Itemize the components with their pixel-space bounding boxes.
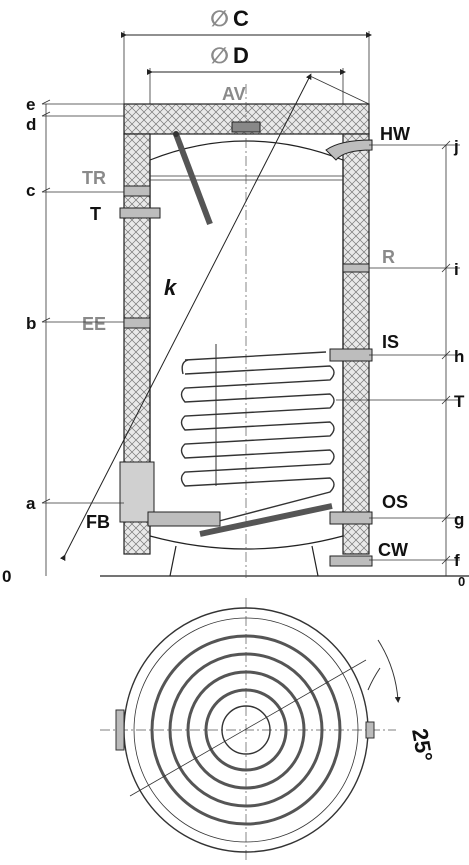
level-b: b xyxy=(26,314,36,333)
tilt-label-k: k xyxy=(164,275,178,300)
label-recirculation: R xyxy=(382,247,395,267)
angle-label: 25° xyxy=(407,727,437,764)
right-level-dimensions xyxy=(336,140,460,576)
air-vent-socket xyxy=(231,121,261,133)
label-thermostat: T xyxy=(90,204,101,224)
heating-coil xyxy=(180,344,335,537)
level-h: h xyxy=(454,347,464,366)
level-i: i xyxy=(454,260,459,279)
label-air-vent: AV xyxy=(222,84,246,104)
dimension-outer-diameter: ∅ C xyxy=(121,6,372,104)
diameter-symbol-c: ∅ xyxy=(210,6,229,31)
level-t: T xyxy=(454,392,465,411)
level-zero-right: 0 xyxy=(458,574,465,589)
level-g: g xyxy=(454,510,464,529)
insulation-jacket xyxy=(123,103,370,555)
label-coil-outlet: OS xyxy=(382,492,408,512)
label-hot-water: HW xyxy=(380,124,410,144)
level-c: c xyxy=(26,181,35,200)
sockets xyxy=(119,139,373,567)
inner-diameter-label: D xyxy=(233,43,249,68)
diameter-symbol-d: ∅ xyxy=(210,43,229,68)
top-view xyxy=(100,598,401,862)
level-a: a xyxy=(26,494,36,513)
level-zero-left: 0 xyxy=(2,567,11,586)
outer-diameter-label: C xyxy=(233,6,249,31)
tilt-dimension: k xyxy=(59,73,370,562)
label-electric-element: EE xyxy=(82,314,106,334)
label-coil-inlet: IS xyxy=(382,332,399,352)
level-d: d xyxy=(26,115,36,134)
left-level-dimensions xyxy=(41,99,124,576)
level-j: j xyxy=(453,137,459,156)
level-f: f xyxy=(454,551,460,570)
inner-tank xyxy=(100,140,469,577)
level-e: e xyxy=(26,95,35,114)
label-flange: FB xyxy=(86,512,110,532)
label-cold-water: CW xyxy=(378,540,408,560)
label-thermometer-well: TR xyxy=(82,168,106,188)
dimension-inner-diameter: ∅ D xyxy=(147,43,346,104)
